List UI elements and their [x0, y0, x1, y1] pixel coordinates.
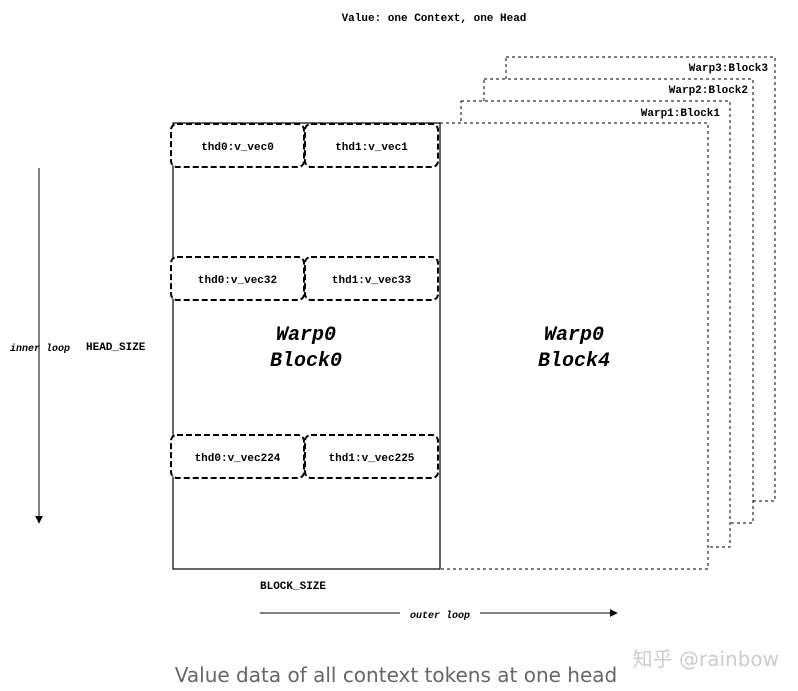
- head-size-label: HEAD_SIZE: [86, 342, 146, 354]
- block4-warp-label: Warp0: [544, 324, 604, 347]
- vector-cell: [304, 256, 439, 301]
- watermark: 知乎 @rainbow: [633, 647, 779, 671]
- back-block-2-label: Warp2:Block2: [669, 85, 748, 97]
- inner-loop-label: inner loop: [10, 343, 70, 355]
- block0-block-label: Block0: [270, 350, 342, 373]
- vector-row-1: thd0:v_vec32 thd1:v_vec33: [170, 256, 439, 301]
- vector-cell: [304, 123, 439, 168]
- block0-panel: Warp0 Block0: [172, 122, 441, 570]
- vector-cell-label: thd1:v_vec33: [332, 275, 412, 287]
- block0-frame: [172, 122, 441, 570]
- vector-cell-label: thd0:v_vec0: [201, 142, 274, 154]
- block4-block-label: Block4: [538, 350, 610, 373]
- vector-cell: [304, 434, 439, 479]
- block4-frame: [439, 122, 709, 570]
- vector-cell-label: thd0:v_vec224: [195, 453, 281, 465]
- block0-warp-label: Warp0: [276, 324, 336, 347]
- outer-loop-label: outer loop: [410, 610, 470, 622]
- vector-cell-label: thd1:v_vec225: [329, 453, 415, 465]
- back-block-3-label: Warp3:Block3: [689, 63, 769, 75]
- vector-row-2: thd0:v_vec224 thd1:v_vec225: [170, 434, 439, 479]
- figure-caption: Value data of all context tokens at one …: [175, 663, 617, 687]
- vector-cell-label: thd1:v_vec1: [335, 142, 408, 154]
- diagram-title: Value: one Context, one Head: [342, 13, 527, 25]
- vector-row-0: thd0:v_vec0 thd1:v_vec1: [170, 123, 439, 168]
- block-size-label: BLOCK_SIZE: [260, 581, 326, 593]
- vector-cell-label: thd0:v_vec32: [198, 275, 277, 287]
- block4-panel: Warp0 Block4: [439, 122, 709, 570]
- outer-loop-label-bg: [400, 606, 480, 620]
- back-block-1-label: Warp1:Block1: [641, 108, 721, 120]
